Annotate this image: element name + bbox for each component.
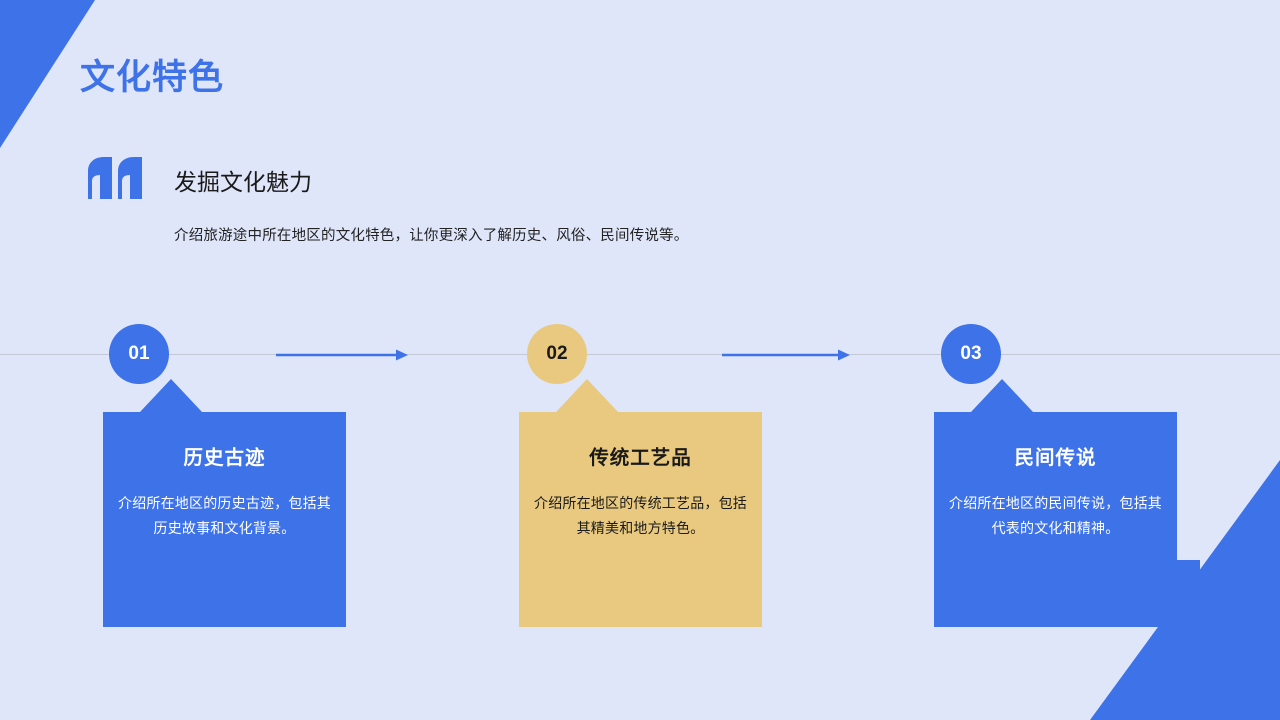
step-card-02-body: 介绍所在地区的传统工艺品，包括其精美和地方特色。 — [534, 495, 747, 536]
step-card-03[interactable]: 民间传说 介绍所在地区的民间传说，包括其代表的文化和精神。 — [934, 379, 1177, 627]
timeline-marker-02[interactable]: 02 — [527, 324, 587, 384]
timeline-marker-01[interactable]: 01 — [109, 324, 169, 384]
step-card-02[interactable]: 传统工艺品 介绍所在地区的传统工艺品，包括其精美和地方特色。 — [519, 379, 762, 627]
timeline-axis — [0, 354, 1280, 355]
top-left-decoration — [0, 0, 100, 150]
timeline-marker-03[interactable]: 03 — [941, 324, 1001, 384]
bottom-right-decoration — [990, 460, 1280, 720]
quote-open-icon — [88, 157, 144, 199]
quote-subtitle: 介绍旅游途中所在地区的文化特色，让你更深入了解历史、风俗、民间传说等。 — [174, 228, 689, 244]
arrow-1-icon — [276, 348, 408, 362]
arrow-2-icon — [722, 348, 850, 362]
card-notch-02-icon — [556, 379, 618, 412]
card-notch-03-icon — [971, 379, 1033, 412]
quote-heading: 发掘文化魅力 — [174, 169, 312, 195]
step-card-03-title: 民间传说 — [1014, 447, 1097, 469]
card-notch-01-icon — [140, 379, 202, 412]
page-title: 文化特色 — [80, 58, 225, 97]
step-card-01-body: 介绍所在地区的历史古迹，包括其历史故事和文化背景。 — [118, 495, 331, 536]
step-card-01-title: 历史古迹 — [183, 447, 266, 469]
step-card-03-body: 介绍所在地区的民间传说，包括其代表的文化和精神。 — [949, 495, 1162, 536]
step-card-02-title: 传统工艺品 — [589, 447, 692, 469]
step-card-01[interactable]: 历史古迹 介绍所在地区的历史古迹，包括其历史故事和文化背景。 — [103, 379, 346, 627]
